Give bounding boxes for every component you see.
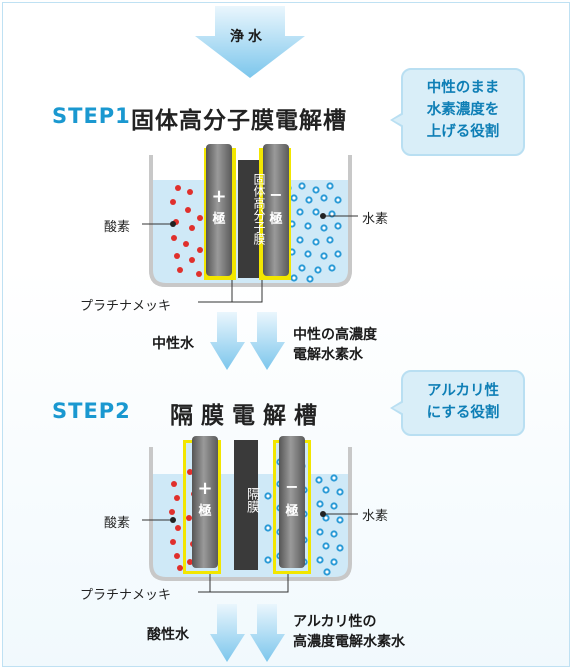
step2-right-output: アルカリ性の 高濃度電解水素水 xyxy=(293,612,405,652)
step2-role-bubble: アルカリ性 にする役割 xyxy=(390,370,525,436)
step2-right-output-line-1: アルカリ性の xyxy=(293,614,377,630)
step2-plating-label: プラチナメッキ xyxy=(80,588,172,603)
step2-anode-label: 極 xyxy=(198,504,212,519)
step2-label: STEP2 xyxy=(52,399,131,423)
step1-tank xyxy=(142,144,358,303)
step1-left-output: 中性水 xyxy=(152,336,194,352)
step1-membrane-label: 固体高分子膜 xyxy=(252,173,266,245)
step2-membrane-label: 隔膜 xyxy=(244,487,259,513)
step1-label: STEP1 xyxy=(52,104,131,128)
step2-left-output: 酸性水 xyxy=(147,627,189,643)
step2-bubble-line-2: にする役割 xyxy=(426,405,500,421)
step1-oxygen-dots xyxy=(170,185,203,277)
step2-membrane xyxy=(234,440,258,570)
step2-hydrogen-label: 水素 xyxy=(362,509,389,524)
step2-hydrogen-dots xyxy=(315,474,344,576)
inlet-label: 浄水 xyxy=(230,29,266,45)
step1-cathode xyxy=(263,144,289,276)
step2-bubble-line-1: アルカリ性 xyxy=(427,383,499,399)
step2-cathode-sign: − xyxy=(285,477,299,496)
step1-anode xyxy=(206,144,232,276)
step2-cathode-label: 極 xyxy=(285,504,299,519)
step1-cathode-label: 極 xyxy=(269,212,283,227)
step2-output-arrows xyxy=(210,604,285,662)
step1-bubble-line-1: 中性のまま xyxy=(426,80,500,96)
step1-cathode-sign: − xyxy=(269,185,283,204)
step2-right-output-line-2: 高濃度電解水素水 xyxy=(293,634,405,650)
step2-title: 隔膜電解槽 xyxy=(170,403,325,429)
step2-oxygen-label: 酸素 xyxy=(104,516,131,531)
step1-right-output: 中性の高濃度 電解水素水 xyxy=(293,325,377,365)
inlet-arrow xyxy=(195,6,305,78)
step1-bubble-line-2: 水素濃度を xyxy=(426,102,500,118)
step2-anode xyxy=(192,436,218,568)
step1-right-output-line-2: 電解水素水 xyxy=(293,347,363,363)
step1-anode-label: 極 xyxy=(212,212,226,227)
step1-anode-sign: + xyxy=(211,186,227,207)
step1-bubble-line-3: 上げる役割 xyxy=(426,124,500,140)
step2-anode-sign: + xyxy=(197,478,213,499)
step1-right-output-line-1: 中性の高濃度 xyxy=(293,327,377,343)
step1-hydrogen-label: 水素 xyxy=(362,212,389,227)
step2-cathode xyxy=(279,436,305,568)
step1-plating-label: プラチナメッキ xyxy=(80,299,172,314)
step2-tank xyxy=(142,436,358,593)
step1-oxygen-label: 酸素 xyxy=(104,220,131,235)
step1-role-bubble: 中性のまま 水素濃度を 上げる役割 xyxy=(390,68,525,156)
step1-title: 固体高分子膜電解槽 xyxy=(131,108,347,134)
step1-output-arrows xyxy=(210,312,285,370)
step2-oxygen-dots xyxy=(169,481,183,571)
